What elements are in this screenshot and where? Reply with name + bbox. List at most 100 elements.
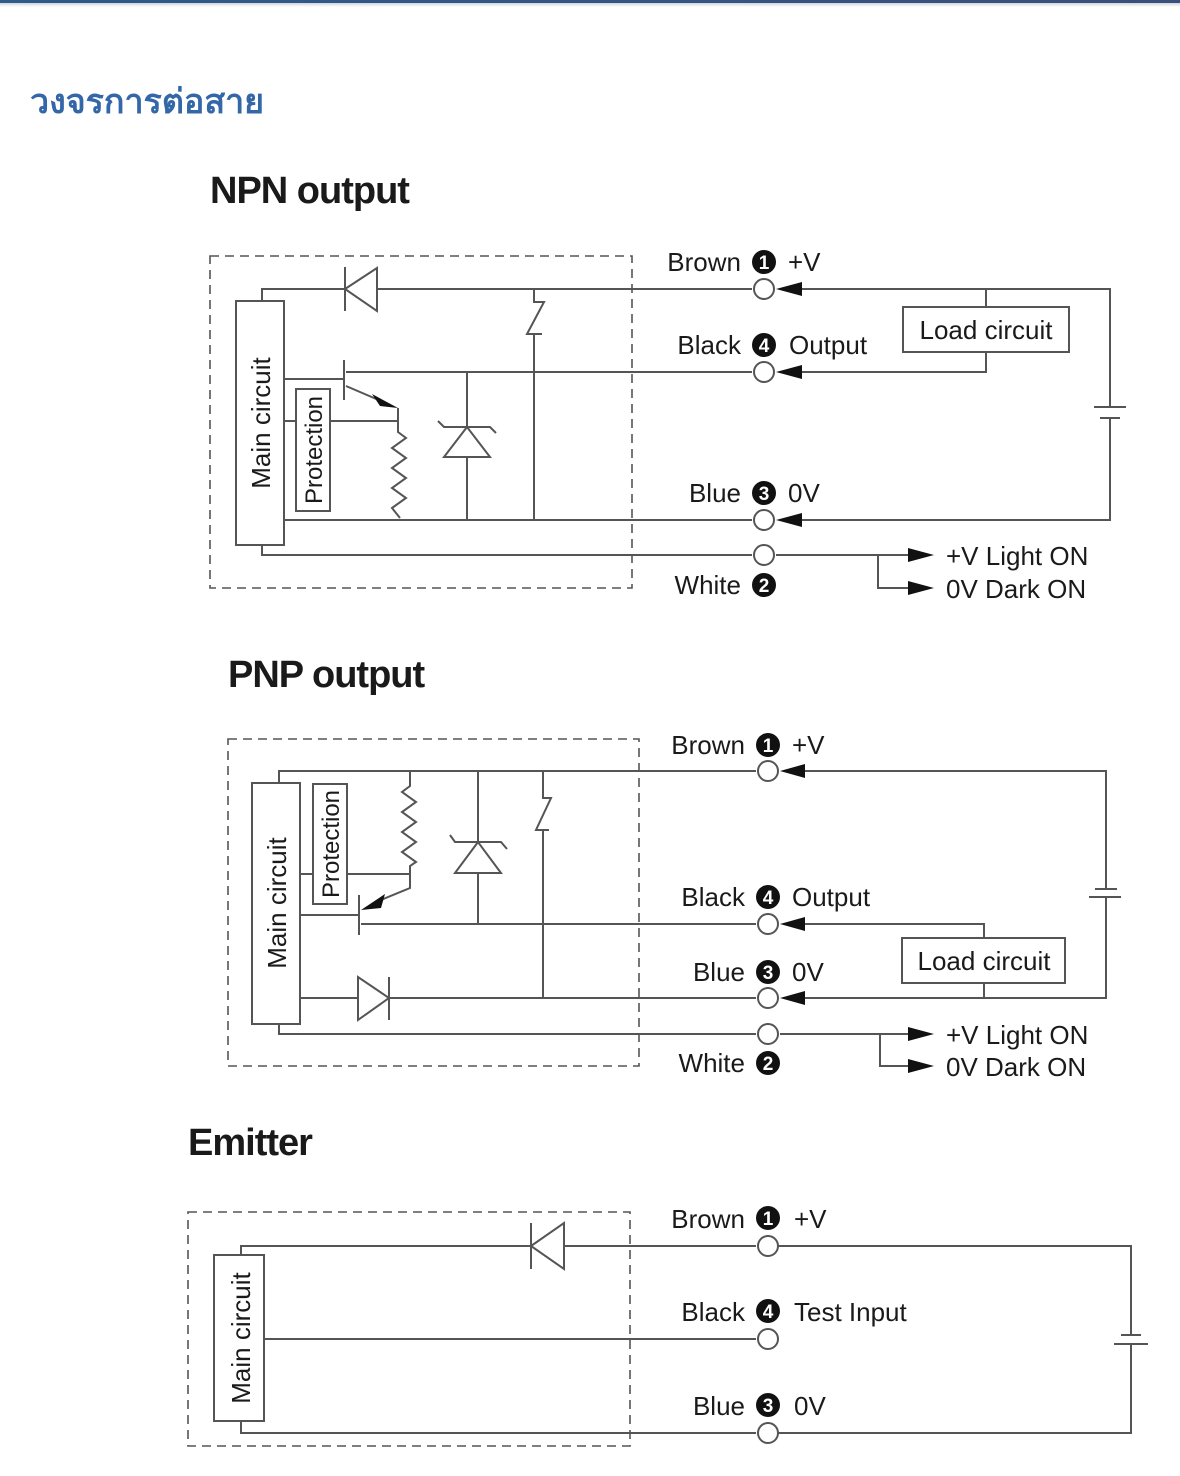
npn-blue-function-label: 0V <box>788 478 820 508</box>
pnp-light-on-label: +V Light ON <box>946 1020 1088 1050</box>
pnp-dark-on-label: 0V Dark ON <box>946 1052 1086 1082</box>
emitter-black-function-label: Test Input <box>794 1297 908 1327</box>
top-border-shadow <box>0 3 1180 7</box>
npn-black-color-label: Black <box>677 330 742 360</box>
pnp-arrow-dark-on-icon <box>908 1059 934 1073</box>
npn-sensor-enclosure <box>209 255 633 589</box>
pnp-transistor-icon <box>300 895 756 935</box>
npn-terminal-blue <box>753 509 775 531</box>
emitter-num1-badge <box>756 1206 780 1230</box>
emitter-terminal-blue <box>757 1422 779 1444</box>
npn-num1-badge <box>752 250 776 274</box>
npn-black-function-label: Output <box>789 330 868 360</box>
npn-num3-text: 3 <box>759 484 770 505</box>
npn-resistor-icon <box>390 408 408 519</box>
npn-num3-badge <box>752 481 776 505</box>
npn-load-circuit-label: Load circuit <box>920 315 1054 345</box>
npn-surge-absorber-icon <box>525 289 546 520</box>
emitter-num1-text: 1 <box>763 1209 774 1230</box>
page-title: วงจรการต่อสาย <box>30 82 265 122</box>
npn-v-plus-wire <box>261 288 752 301</box>
pnp-arrow-blue-icon <box>780 991 805 1005</box>
pnp-sensor-enclosure <box>227 738 640 1067</box>
npn-zener-diode-icon <box>437 372 497 520</box>
pnp-white-wire <box>278 1024 756 1035</box>
pnp-section-title: PNP output <box>228 654 425 696</box>
pnp-arrow-brown-icon <box>780 764 805 778</box>
npn-power-supply-wire <box>802 288 1111 521</box>
pnp-num2-badge <box>756 1051 780 1075</box>
emitter-black-color-label: Black <box>681 1297 746 1327</box>
top-border <box>0 0 1180 3</box>
npn-main-circuit-box <box>235 300 285 546</box>
npn-num1-text: 1 <box>759 253 770 274</box>
pnp-protection-box <box>312 783 348 905</box>
pnp-terminal-brown <box>757 760 779 782</box>
emitter-terminal-black <box>757 1328 779 1350</box>
npn-num2-text: 2 <box>759 576 770 597</box>
pnp-load-circuit-label: Load circuit <box>918 946 1052 976</box>
npn-load-circuit-box <box>902 306 1070 353</box>
emitter-brown-function-label: +V <box>794 1204 827 1234</box>
pnp-blue-color-label: Blue <box>693 957 745 987</box>
pnp-black-function-label: Output <box>792 882 871 912</box>
npn-protection-label: Protection <box>301 396 328 504</box>
pnp-load-circuit-box <box>901 937 1066 984</box>
npn-arrow-blue-icon <box>776 513 802 527</box>
pnp-num4-badge <box>756 885 780 909</box>
pnp-num3-badge <box>756 960 780 984</box>
npn-num2-badge <box>752 573 776 597</box>
pnp-resistor-icon <box>375 771 418 903</box>
pnp-num3-text: 3 <box>763 963 774 984</box>
pnp-arrow-black-icon <box>780 917 805 931</box>
pnp-protection-label: Protection <box>318 790 345 898</box>
npn-terminal-white <box>753 544 775 566</box>
emitter-num4-text: 4 <box>763 1302 774 1323</box>
emitter-terminal-brown <box>757 1235 779 1257</box>
pnp-power-supply-wire <box>805 770 1107 999</box>
npn-terminal-brown <box>753 278 775 300</box>
emitter-reverse-diode-icon <box>529 1221 565 1271</box>
emitter-power-supply-wire <box>778 1245 1132 1434</box>
npn-arrow-black-icon <box>776 365 802 379</box>
pnp-black-color-label: Black <box>681 882 746 912</box>
pnp-white-color-label: White <box>679 1048 745 1078</box>
pnp-v-plus-wire <box>278 770 756 783</box>
emitter-num3-badge <box>756 1393 780 1417</box>
npn-brown-function-label: +V <box>788 247 821 277</box>
npn-white-branch-wire <box>776 554 912 589</box>
emitter-section-title: Emitter <box>188 1122 313 1164</box>
npn-load-wire <box>802 289 987 373</box>
emitter-main-circuit-label: Main circuit <box>226 1271 256 1403</box>
emitter-brown-color-label: Brown <box>671 1204 745 1234</box>
pnp-terminal-white <box>757 1023 779 1045</box>
npn-white-wire <box>261 545 752 556</box>
emitter-main-circuit-box <box>213 1254 265 1422</box>
emitter-battery-icon <box>1114 1334 1148 1345</box>
npn-light-on-label: +V Light ON <box>946 541 1088 571</box>
pnp-num1-text: 1 <box>763 736 774 757</box>
pnp-diode-icon <box>357 975 391 1022</box>
npn-arrow-brown-icon <box>776 282 802 296</box>
emitter-num4-badge <box>756 1299 780 1323</box>
emitter-v-plus-wire <box>240 1245 756 1255</box>
pnp-load-wire <box>805 923 985 998</box>
npn-transistor-icon <box>284 360 752 408</box>
npn-reverse-diode-icon <box>343 266 378 313</box>
emitter-0v-wire <box>240 1421 756 1434</box>
npn-protection-box <box>295 388 331 512</box>
npn-white-color-label: White <box>675 570 741 600</box>
npn-brown-color-label: Brown <box>667 247 741 277</box>
pnp-brown-function-label: +V <box>792 730 825 760</box>
npn-num4-badge <box>752 333 776 357</box>
emitter-blue-function-label: 0V <box>794 1391 826 1421</box>
pnp-num4-text: 4 <box>763 888 774 909</box>
emitter-blue-color-label: Blue <box>693 1391 745 1421</box>
pnp-terminal-black <box>757 913 779 935</box>
npn-blue-color-label: Blue <box>689 478 741 508</box>
npn-dark-on-label: 0V Dark ON <box>946 574 1086 604</box>
pnp-white-branch-wire <box>780 1033 912 1067</box>
pnp-blue-function-label: 0V <box>792 957 824 987</box>
npn-num4-text: 4 <box>759 336 770 357</box>
